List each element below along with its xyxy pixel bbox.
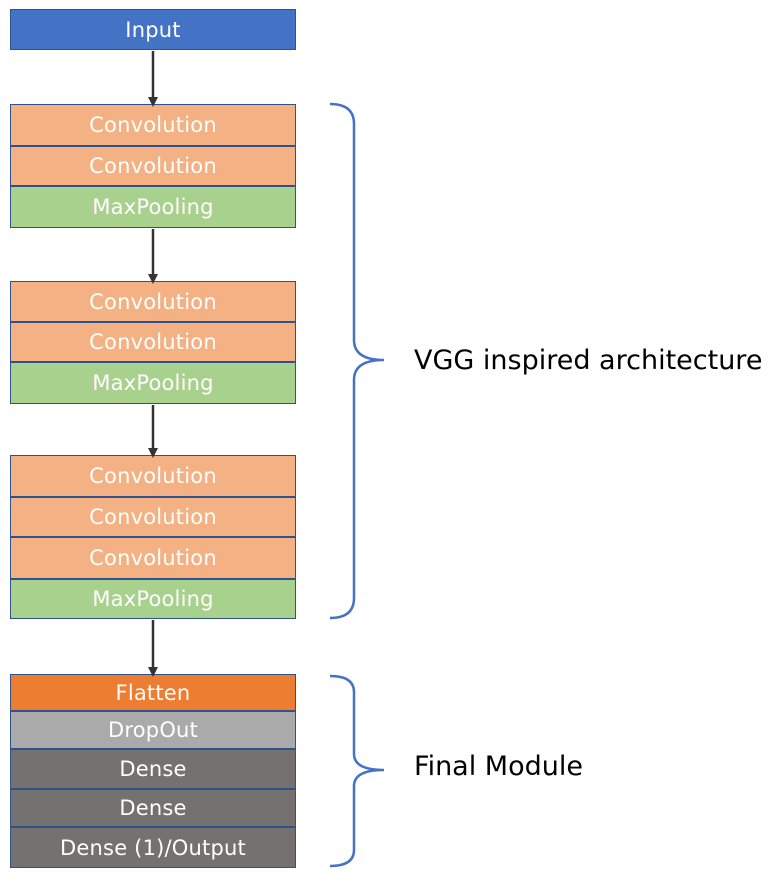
block3-convolution-layer-3: Convolution: [10, 537, 296, 579]
dense-layer-2: Dense: [10, 789, 296, 827]
input-layer: Input: [10, 9, 296, 50]
block3-convolution-layer-1: Convolution: [10, 455, 296, 497]
vgg-brace: [329, 102, 385, 620]
final-module-brace: [329, 674, 385, 868]
block3-maxpooling-layer: MaxPooling: [10, 579, 296, 619]
flatten-layer: Flatten: [10, 674, 296, 711]
vgg-group-label: VGG inspired architecture: [414, 345, 763, 376]
output-dense-layer: Dense (1)/Output: [10, 827, 296, 868]
block1-convolution-layer-1: Convolution: [10, 104, 296, 146]
block2-maxpooling-layer: MaxPooling: [10, 362, 296, 404]
block1-maxpooling-layer: MaxPooling: [10, 186, 296, 228]
block2-convolution-layer-1: Convolution: [10, 281, 296, 322]
dense-layer-1: Dense: [10, 749, 296, 789]
final-module-label: Final Module: [414, 751, 583, 782]
block3-convolution-layer-2: Convolution: [10, 497, 296, 537]
block2-convolution-layer-2: Convolution: [10, 322, 296, 362]
dropout-layer: DropOut: [10, 711, 296, 749]
block1-convolution-layer-2: Convolution: [10, 146, 296, 186]
